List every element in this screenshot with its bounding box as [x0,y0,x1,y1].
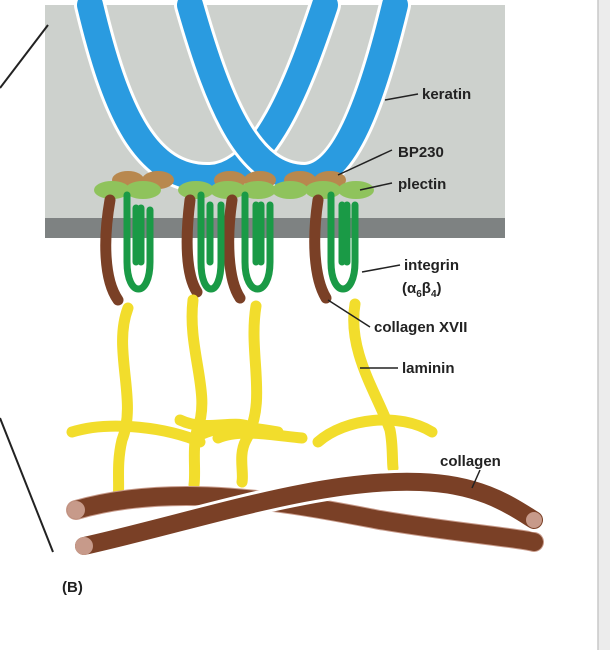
right-border [598,0,610,650]
integrin-beta: β [422,280,431,297]
label-collagen: collagen [440,453,501,470]
leader-lines [327,93,481,489]
integrin-open: (α [402,280,417,297]
label-plectin: plectin [398,176,446,193]
integrin-proteins [123,191,359,293]
integrin-close: ) [437,280,442,297]
zoom-line-top [0,24,49,89]
collagen-fibers [66,469,546,558]
label-bp230: BP230 [398,144,444,161]
integrin-sub-beta: 4 [431,289,437,300]
collagen-fiber-ends [67,501,542,555]
label-laminin: laminin [402,360,455,377]
plectin-proteins [94,181,374,199]
label-collagen-xvii: collagen XVII [374,319,467,336]
label-integrin-subunits: (α6β4) [402,280,442,300]
panel-label: (B) [62,579,83,596]
laminin-chains [66,294,438,506]
collagen-xvii-proteins [100,194,332,306]
integrin-sub-alpha: 6 [416,289,422,300]
label-keratin: keratin [422,86,471,103]
label-integrin: integrin [404,257,459,274]
plasma-membrane [45,218,505,238]
zoom-line-bottom [0,417,54,553]
